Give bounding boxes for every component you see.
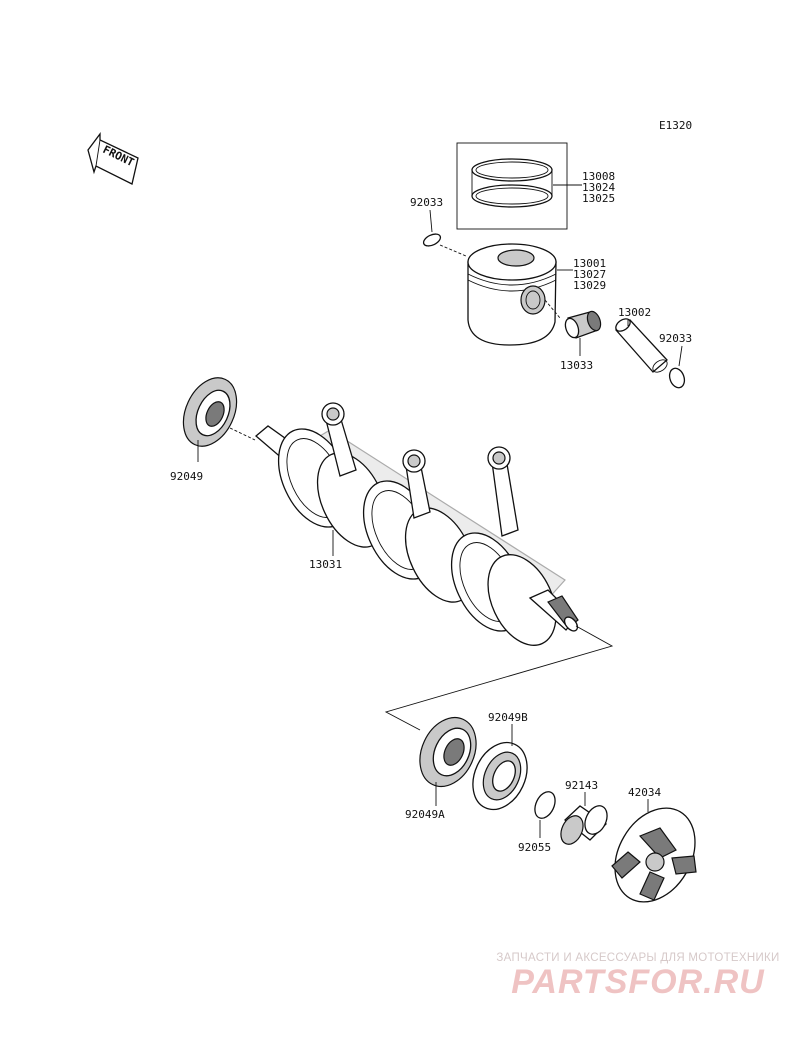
front-arrow-icon: FRONT [87,132,139,185]
circlip-right [668,367,686,389]
oil-seal-left [182,377,238,447]
label-13001: 13001 [573,257,606,270]
piston-pin [615,318,668,373]
label-13025: 13025 [582,192,615,205]
oil-seal-b [472,741,528,811]
label-13033: 13033 [560,359,593,372]
label-92049a: 92049A [405,808,445,821]
oil-seal-a [419,716,477,788]
piston [467,243,557,346]
collar [560,805,608,845]
label-13002: 13002 [618,306,651,319]
impeller [611,807,697,903]
label-92033-right: 92033 [659,332,692,345]
circlip-left [422,233,442,247]
watermark-logo: PARTSFOR.RU [511,963,765,1001]
label-92143: 92143 [565,779,598,792]
watermark-tagline: ЗАПЧАСТИ И АКСЕССУАРЫ ДЛЯ МОТОТЕХНИКИ [496,952,780,964]
label-13031: 13031 [309,558,342,571]
diagram-code: E1320 [659,119,692,132]
needle-bearing [564,310,602,339]
o-ring [534,791,556,819]
label-13008: 13008 [582,170,615,183]
label-13024: 13024 [582,181,615,194]
label-92033-left: 92033 [410,196,443,209]
label-42034: 42034 [628,786,661,799]
crankshaft [254,402,579,646]
label-92049b: 92049B [488,711,528,724]
piston-rings [456,142,568,230]
label-92049: 92049 [170,470,203,483]
label-13027: 13027 [573,268,606,281]
label-13029: 13029 [573,279,606,292]
label-92055: 92055 [518,841,551,854]
